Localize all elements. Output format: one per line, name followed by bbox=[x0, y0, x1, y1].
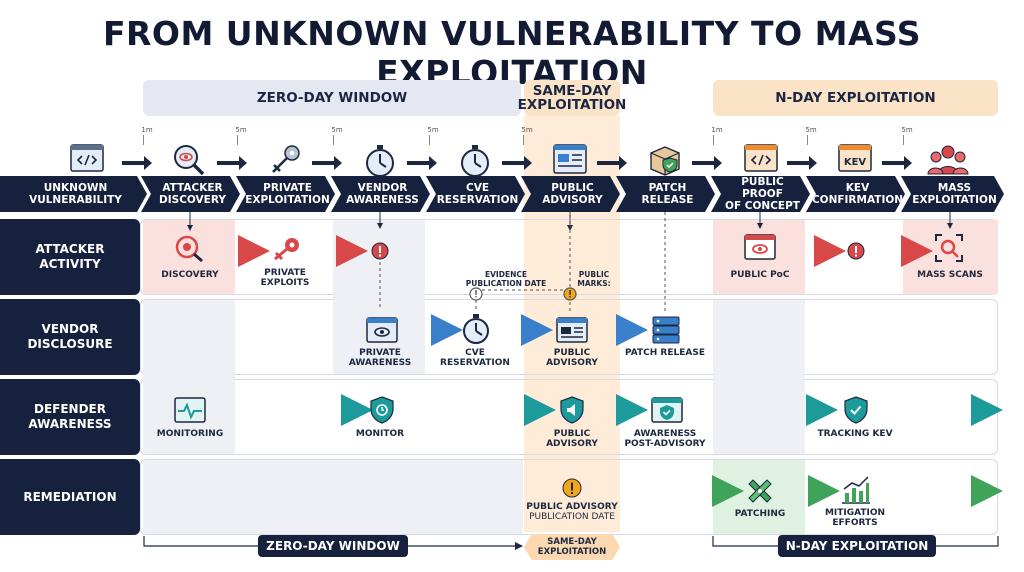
public-marks-icon bbox=[563, 286, 577, 305]
tick-mark bbox=[713, 135, 714, 145]
private-awareness-label: PRIVATE AWARENESS bbox=[348, 348, 412, 368]
awareness-post-advisory-label: AWARENESS POST-ADVISORY bbox=[624, 429, 706, 449]
row-label-vendor: VENDOR DISCLOSURE bbox=[0, 299, 140, 375]
cve-reservation-label: CVE RESERVATION bbox=[440, 348, 510, 368]
tick-mark bbox=[237, 135, 238, 145]
private-exploits-label: PRIVATE EXPLOITS bbox=[260, 268, 310, 288]
patching-icon bbox=[745, 476, 775, 510]
remediation-advisory-label-2: PUBLICATION DATE bbox=[529, 512, 615, 522]
advisory-window-icon bbox=[553, 144, 587, 178]
timeline-step-10: MASS EXPLOITATION bbox=[901, 176, 1004, 212]
n-day-band: N-DAY EXPLOITATION bbox=[713, 80, 998, 116]
row-label-attacker: ATTACKER ACTIVITY bbox=[0, 219, 140, 295]
bottom-zero-day-tag: ZERO-DAY WINDOW bbox=[258, 535, 408, 557]
timeline-step-4: VENDOR AWARENESS bbox=[331, 176, 430, 212]
poc-window-icon bbox=[744, 234, 776, 264]
tick-label: 5m bbox=[521, 126, 533, 134]
evidence-marker-icon bbox=[469, 286, 483, 305]
patch-release-label: PATCH RELEASE bbox=[624, 348, 705, 358]
tick-label: 1m bbox=[141, 126, 153, 134]
tick-mark bbox=[523, 135, 524, 145]
monitor-label: MONITOR bbox=[355, 429, 405, 439]
patch-server-icon bbox=[651, 315, 681, 349]
awareness-post-icon bbox=[651, 397, 683, 427]
tint-nday bbox=[713, 300, 805, 454]
tint-zero1 bbox=[143, 300, 235, 454]
timeline-step-3: PRIVATE EXPLOITATION bbox=[236, 176, 335, 212]
tick-label: 5m bbox=[805, 126, 817, 134]
monitor-shield-icon bbox=[369, 395, 395, 429]
row-label-remediation: REMEDIATION bbox=[0, 459, 140, 535]
row-label-defender: DEFENDER AWARENESS bbox=[0, 379, 140, 455]
tick-label: 1m bbox=[711, 126, 723, 134]
timeline-step-6: PUBLIC ADVISORY bbox=[521, 176, 620, 212]
defender-public-advisory-label: PUBLIC ADVISORY bbox=[546, 429, 598, 449]
tick-label: 5m bbox=[427, 126, 439, 134]
discovery-label: DISCOVERY bbox=[161, 270, 219, 280]
package-shield-icon bbox=[648, 144, 682, 180]
patching-label: PATCHING bbox=[734, 509, 786, 519]
stopwatch-icon bbox=[364, 144, 396, 182]
alert-red-icon-2 bbox=[847, 242, 865, 264]
timeline-step-9: KEV CONFIRMATION bbox=[806, 176, 905, 212]
vendor-advisory-icon bbox=[556, 317, 588, 347]
code-window-icon bbox=[70, 144, 104, 176]
timeline-step-5: CVE RESERVATION bbox=[426, 176, 525, 212]
tracking-kev-shield-icon bbox=[843, 395, 869, 429]
timeline-step-1: UNKNOWN VULNERABILITY bbox=[0, 176, 147, 212]
zero-day-band: ZERO-DAY WINDOW bbox=[143, 80, 521, 116]
code-window-icon bbox=[744, 144, 778, 176]
key-icon bbox=[268, 144, 302, 178]
tick-mark bbox=[807, 135, 808, 145]
public-marks-label: PUBLIC MARKS: bbox=[577, 270, 611, 288]
discovery-icon bbox=[173, 234, 207, 266]
tick-label: 5m bbox=[331, 126, 343, 134]
tracking-kev-label: TRACKING KEV bbox=[817, 429, 893, 439]
vendor-public-advisory-label: PUBLIC ADVISORY bbox=[546, 348, 598, 368]
kev-window-icon: KEV bbox=[838, 144, 872, 176]
tick-mark bbox=[333, 135, 334, 145]
evidence-label: EVIDENCE PUBLICATION DATE bbox=[465, 270, 547, 288]
advisory-date-alert-icon bbox=[562, 478, 582, 502]
timeline-step-2: ATTACKER DISCOVERY bbox=[141, 176, 240, 212]
monitoring-label: MONITORING bbox=[156, 429, 224, 439]
cve-stopwatch-icon bbox=[461, 313, 491, 349]
timeline-step-7: PATCH RELEASE bbox=[616, 176, 715, 212]
bottom-n-day-tag: N-DAY EXPLOITATION bbox=[778, 535, 936, 557]
mass-scan-icon bbox=[934, 233, 964, 267]
red-key-icon bbox=[272, 236, 302, 264]
same-day-band: SAME-DAY EXPLOITATION bbox=[518, 80, 626, 116]
tint-remed-zero bbox=[143, 460, 523, 534]
remediation-advisory-label-1: PUBLIC ADVISORY bbox=[526, 502, 618, 512]
mitigation-chart-icon bbox=[840, 475, 872, 509]
tick-mark bbox=[143, 135, 144, 145]
tick-label: 5m bbox=[901, 126, 913, 134]
public-poc-label: PUBLIC PoC bbox=[730, 270, 790, 280]
magnifier-eye-icon bbox=[172, 144, 206, 180]
private-awareness-icon bbox=[366, 317, 398, 347]
alert-red-icon bbox=[371, 242, 389, 264]
tick-label: 5m bbox=[235, 126, 247, 134]
mitigation-label: MITIGATION EFFORTS bbox=[824, 508, 886, 528]
tick-mark bbox=[429, 135, 430, 145]
tick-mark bbox=[903, 135, 904, 145]
bottom-same-day-tag: SAME-DAY EXPLOITATION bbox=[524, 534, 620, 560]
monitoring-icon bbox=[174, 397, 206, 427]
mass-scans-label: MASS SCANS bbox=[917, 270, 983, 280]
page-title: FROM UNKNOWN VULNERABILITY TO MASS EXPLO… bbox=[102, 14, 922, 92]
timeline-step-8: PUBLIC PROOF OF CONCEPT bbox=[711, 176, 810, 212]
crowd-icon bbox=[927, 144, 969, 180]
svg-text:KEV: KEV bbox=[844, 157, 867, 168]
defender-advisory-shield-icon bbox=[559, 395, 585, 429]
